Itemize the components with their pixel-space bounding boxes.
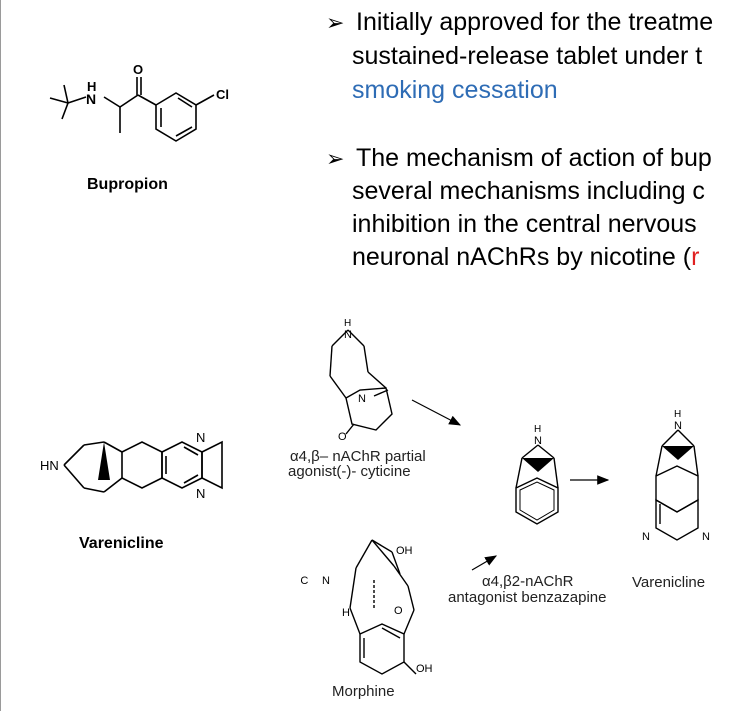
arrow-cytisine-to-benzazapine [411, 399, 462, 426]
cytisine-label-2: agonist(-)- cyticine [288, 463, 411, 480]
arrow-bullet-icon: ➢ [326, 146, 345, 171]
varenicline-scheme-h: H [674, 409, 681, 420]
varenicline-scheme-n3: N [702, 531, 710, 543]
cytisine-n1-label: N [344, 329, 352, 341]
morphine-oh2-label: OH [416, 663, 433, 675]
slide-left-border [0, 0, 1, 711]
cytisine-n2-label: N [358, 393, 366, 405]
varenicline-hn-label: HN [40, 458, 59, 473]
bullet-1-highlight: smoking cessation [352, 76, 558, 104]
morphine-h3c-label: H₃C [300, 575, 308, 587]
varenicline-left-name: Varenicline [79, 535, 164, 552]
bullet-1-line-1: Initially approved for the treatme [356, 8, 714, 36]
bullet-2-line-3: inhibition in the central nervous [352, 210, 697, 238]
varenicline-n1-label: N [196, 430, 205, 445]
varenicline-n2-label: N [196, 486, 205, 501]
morphine-o-label: O [394, 605, 403, 617]
bullet-2-line-4-text: neuronal nAChRs by nicotine ( [352, 243, 692, 271]
benzazapine-bridge [522, 458, 554, 472]
morphine-name: Morphine [332, 683, 395, 700]
benzazapine-n-label: N [534, 435, 542, 447]
benzazapine-h-label: H [534, 424, 541, 435]
bupropion-o-label: O [133, 62, 143, 77]
cytisine-o-label: O [338, 431, 347, 443]
bridge-wedge [98, 442, 110, 480]
cytisine-h-label: H [344, 318, 351, 329]
bullet-1-line-2: sustained-release tablet under t [352, 42, 703, 70]
morphine-structure [349, 539, 417, 675]
bullet-2: ➢ The mechanism of action of bup [326, 142, 712, 175]
synthesis-scheme: H N N O H N H N N N [300, 318, 710, 675]
benzazapine-label-1: α4,β2-nAChR [482, 573, 574, 590]
bullet-2-line-2: several mechanisms including c [352, 177, 705, 205]
bupropion-h-label: H [87, 79, 96, 94]
morphine-n-label: N [322, 575, 330, 587]
bupropion-n-label: N [86, 91, 96, 107]
morphine-h-label: H [342, 607, 350, 619]
bullet-2-line-4: neuronal nAChRs by nicotine (r [352, 241, 699, 273]
morphine-oh1-label: OH [396, 545, 413, 557]
varenicline-scheme-n2: N [642, 531, 650, 543]
bullet-2-red-tail: r [691, 243, 700, 271]
arrow-bullet-icon: ➢ [326, 10, 345, 35]
varenicline-scheme-name: Varenicline [632, 574, 706, 591]
bupropion-structure: H N O Cl [49, 62, 229, 142]
bupropion-name: Bupropion [87, 176, 168, 193]
bullet-2-line-1: The mechanism of action of bup [356, 144, 712, 172]
benzazapine-structure [515, 444, 559, 525]
varenicline-scheme-n: N [674, 420, 682, 432]
bullet-1: ➢ Initially approved for the treatme [326, 6, 713, 39]
cytisine-label-1: α4,β– nAChR partial [290, 448, 426, 465]
varenicline-scheme-bridge [662, 446, 694, 460]
cytisine-structure [329, 329, 393, 435]
arrow-morphine-to-benzazapine [471, 555, 498, 571]
bupropion-cl-label: Cl [216, 87, 229, 102]
varenicline-scheme-structure [655, 429, 699, 541]
varenicline-left-structure: HN N N [40, 430, 223, 501]
benzazapine-label-2: antagonist benzazapine [448, 589, 607, 606]
